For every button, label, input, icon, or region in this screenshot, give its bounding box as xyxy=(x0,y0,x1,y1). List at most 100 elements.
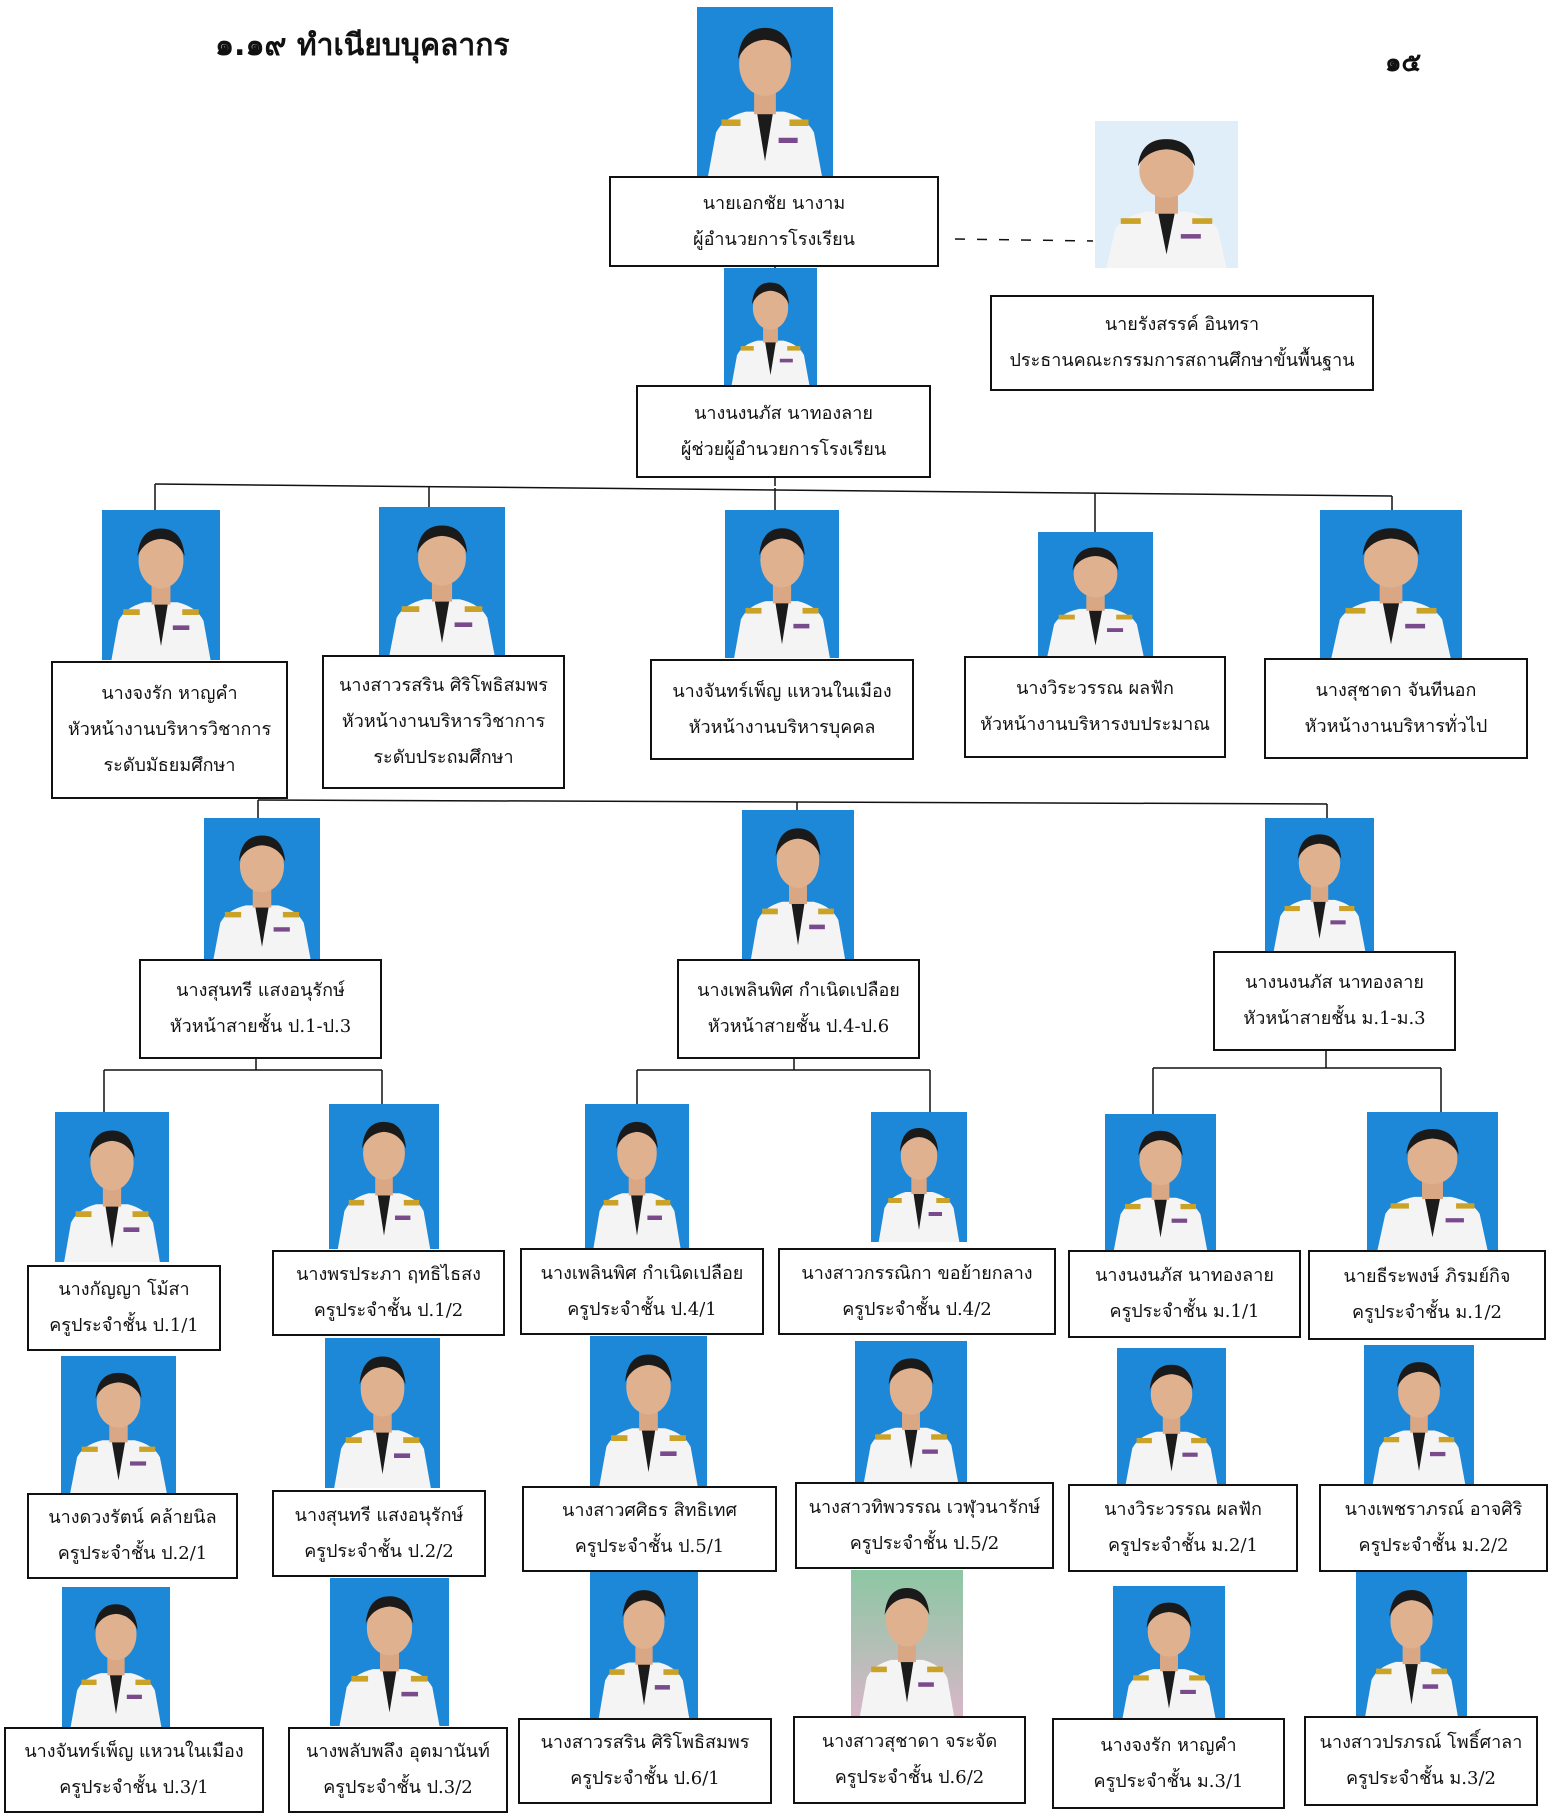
teacher-box: นางพรประภา ฤทธิไธสง ครูประจำชั้น ป.1/2 xyxy=(272,1250,505,1336)
head-name: นางวิระวรรณ ผลฟัก xyxy=(1016,678,1174,699)
head-box: นางจงรัก หาญคำ หัวหน้างานบริหารวิชาการ ร… xyxy=(51,661,288,799)
teacher-role: ครูประจำชั้น ป.5/1 xyxy=(574,1536,725,1557)
teacher-photo xyxy=(855,1341,967,1482)
teacher-box: นางสุนทรี แสงอนุรักษ์ ครูประจำชั้น ป.2/2 xyxy=(272,1490,486,1577)
teacher-name: นางสาวทิพวรรณ เวฬุวนารักษ์ xyxy=(808,1496,1041,1518)
teacher-role: ครูประจำชั้น ม.1/2 xyxy=(1352,1302,1502,1323)
teacher-box: นางวิระวรรณ ผลฟัก ครูประจำชั้น ม.2/1 xyxy=(1068,1484,1298,1572)
teacher-role: ครูประจำชั้น ม.3/1 xyxy=(1093,1770,1244,1792)
level-head-name: นางนงนภัส นาทองลาย xyxy=(1245,972,1424,993)
head-role: หัวหน้างานบริหารวิชาการ xyxy=(341,711,546,732)
head-photo xyxy=(1320,510,1462,658)
head-role: หัวหน้างานบริหารทั่วไป xyxy=(1304,715,1488,737)
head-box: นางจันทร์เพ็ญ แหวนในเมือง หัวหน้างานบริห… xyxy=(650,659,914,760)
teacher-role: ครูประจำชั้น ป.3/2 xyxy=(323,1777,473,1798)
head-role: หัวหน้างานบริหารงบประมาณ xyxy=(980,714,1210,735)
director-photo xyxy=(697,7,833,177)
head-name: นางสุชาดา จันทีนอก xyxy=(1315,679,1477,701)
teacher-role: ครูประจำชั้น ป.4/2 xyxy=(842,1298,992,1320)
teacher-photo xyxy=(330,1578,449,1726)
board-chair-photo xyxy=(1095,121,1238,268)
teacher-name: นางจงรัก หาญคำ xyxy=(1100,1734,1237,1756)
deputy-box: นางนงนภัส นาทองลาย ผู้ช่วยผู้อำนวยการโรง… xyxy=(636,385,931,478)
teacher-name: นางนงนภัส นาทองลาย xyxy=(1095,1265,1274,1286)
teacher-name: นางดวงรัตน์ คล้ายนิล xyxy=(48,1507,217,1528)
board-chair-role: ประธานคณะกรรมการสถานศึกษาขั้นพื้นฐาน xyxy=(1009,350,1355,371)
board-chair-box: นายรังสรรค์ อินทรา ประธานคณะกรรมการสถานศ… xyxy=(990,295,1374,391)
head-role: ระดับมัธยมศึกษา xyxy=(103,755,236,776)
level-head-name: นางสุนทรี แสงอนุรักษ์ xyxy=(176,980,345,1001)
head-photo xyxy=(102,510,220,660)
director-name: นายเอกชัย นางาม xyxy=(702,192,846,214)
teacher-name: นายธีระพงษ์ ภิรมย์กิจ xyxy=(1343,1266,1511,1287)
teacher-box: นางสาวศศิธร สิทธิเทศ ครูประจำชั้น ป.5/1 xyxy=(522,1486,777,1572)
head-role: หัวหน้างานบริหารวิชาการ xyxy=(67,719,272,740)
head-name: นางจงรัก หาญคำ xyxy=(101,683,238,704)
teacher-name: นางพรประภา ฤทธิไธสง xyxy=(296,1264,481,1285)
teacher-photo xyxy=(590,1336,707,1486)
teacher-photo xyxy=(62,1587,170,1727)
director-role: ผู้อำนวยการโรงเรียน xyxy=(693,228,855,250)
teacher-box: นางสาวกรรณิกา ขอย้ายกลาง ครูประจำชั้น ป.… xyxy=(778,1248,1056,1335)
teacher-photo xyxy=(55,1112,169,1262)
teacher-photo xyxy=(1117,1348,1226,1484)
teacher-photo xyxy=(1356,1572,1467,1718)
teacher-name: นางสาวศศิธร สิทธิเทศ xyxy=(562,1500,737,1521)
teacher-photo xyxy=(325,1338,440,1488)
teacher-box: นางจันทร์เพ็ญ แหวนในเมือง ครูประจำชั้น ป… xyxy=(4,1727,264,1813)
head-box: นางวิระวรรณ ผลฟัก หัวหน้างานบริหารงบประม… xyxy=(964,656,1226,758)
teacher-photo xyxy=(1367,1112,1498,1250)
teacher-box: นางสาวปรภรณ์ โพธิ์ศาลา ครูประจำชั้น ม.3/… xyxy=(1304,1716,1538,1806)
level-head-photo xyxy=(204,818,320,960)
teacher-name: นางสาวกรรณิกา ขอย้ายกลาง xyxy=(801,1262,1033,1284)
level-head-role: หัวหน้าสายชั้น ม.1-ม.3 xyxy=(1243,1008,1426,1029)
level-head-box: นางนงนภัส นาทองลาย หัวหน้าสายชั้น ม.1-ม.… xyxy=(1213,951,1456,1051)
head-name: นางสาวรสริน ศิริโพธิสมพร xyxy=(339,675,548,696)
deputy-role: ผู้ช่วยผู้อำนวยการโรงเรียน xyxy=(680,438,887,460)
teacher-name: นางสาวสุชาดา จระจัด xyxy=(821,1731,998,1752)
head-box: นางสุชาดา จันทีนอก หัวหน้างานบริหารทั่วไ… xyxy=(1264,658,1528,759)
teacher-photo xyxy=(1105,1114,1216,1250)
level-head-photo xyxy=(1265,818,1374,951)
teacher-role: ครูประจำชั้น ม.3/2 xyxy=(1346,1768,1496,1789)
teacher-role: ครูประจำชั้น ม.2/1 xyxy=(1108,1535,1258,1556)
teacher-photo xyxy=(1364,1345,1474,1484)
teacher-photo xyxy=(1113,1586,1225,1721)
teacher-role: ครูประจำชั้น ม.1/1 xyxy=(1109,1301,1260,1322)
head-role: หัวหน้างานบริหารบุคคล xyxy=(688,716,876,738)
teacher-box: นางพลับพลึง อุตมานันท์ ครูประจำชั้น ป.3/… xyxy=(288,1727,508,1813)
teacher-role: ครูประจำชั้น ป.1/2 xyxy=(313,1300,464,1321)
teacher-role: ครูประจำชั้น ป.1/1 xyxy=(49,1315,199,1336)
teacher-name: นางสุนทรี แสงอนุรักษ์ xyxy=(294,1504,464,1526)
deputy-photo xyxy=(724,268,817,386)
teacher-box: นางนงนภัส นาทองลาย ครูประจำชั้น ม.1/1 xyxy=(1068,1250,1301,1338)
board-chair-name: นายรังสรรค์ อินทรา xyxy=(1104,314,1260,335)
teacher-box: นางกัญญา โม้สา ครูประจำชั้น ป.1/1 xyxy=(27,1265,221,1351)
teacher-role: ครูประจำชั้น ป.2/2 xyxy=(304,1540,454,1562)
head-photo xyxy=(379,507,505,657)
teacher-photo xyxy=(590,1572,698,1719)
head-photo xyxy=(725,510,839,658)
teacher-photo xyxy=(871,1112,967,1242)
head-box: นางสาวรสริน ศิริโพธิสมพร หัวหน้างานบริหา… xyxy=(322,655,565,789)
teacher-box: นางสาวรสริน ศิริโพธิสมพร ครูประจำชั้น ป.… xyxy=(518,1718,772,1804)
page-title: ๑.๑๙ ทำเนียบบุคลากร xyxy=(215,28,510,63)
level-head-box: นางสุนทรี แสงอนุรักษ์ หัวหน้าสายชั้น ป.1… xyxy=(139,959,382,1059)
teacher-name: นางวิระวรรณ ผลฟัก xyxy=(1104,1499,1262,1520)
teacher-box: นายธีระพงษ์ ภิรมย์กิจ ครูประจำชั้น ม.1/2 xyxy=(1308,1250,1546,1340)
teacher-name: นางกัญญา โม้สา xyxy=(58,1279,190,1300)
teacher-role: ครูประจำชั้น ม.2/2 xyxy=(1358,1535,1509,1556)
head-name: นางจันทร์เพ็ญ แหวนในเมือง xyxy=(672,680,892,702)
teacher-role: ครูประจำชั้น ป.6/2 xyxy=(834,1767,985,1788)
teacher-role: ครูประจำชั้น ป.2/1 xyxy=(57,1543,208,1564)
teacher-role: ครูประจำชั้น ป.5/2 xyxy=(849,1532,1000,1554)
teacher-role: ครูประจำชั้น ป.6/1 xyxy=(570,1768,720,1789)
teacher-photo xyxy=(851,1570,963,1716)
teacher-photo xyxy=(329,1104,439,1249)
page-number: ๑๕ xyxy=(1385,48,1422,78)
teacher-role: ครูประจำชั้น ป.4/1 xyxy=(567,1298,717,1320)
teacher-name: นางพลับพลึง อุตมานันท์ xyxy=(306,1741,490,1762)
teacher-name: นางเพลินพิศ กำเนิดเปลือย xyxy=(540,1262,744,1284)
teacher-name: นางจันทร์เพ็ญ แหวนในเมือง xyxy=(24,1741,244,1762)
level-head-role: หัวหน้าสายชั้น ป.1-ป.3 xyxy=(169,1016,352,1037)
